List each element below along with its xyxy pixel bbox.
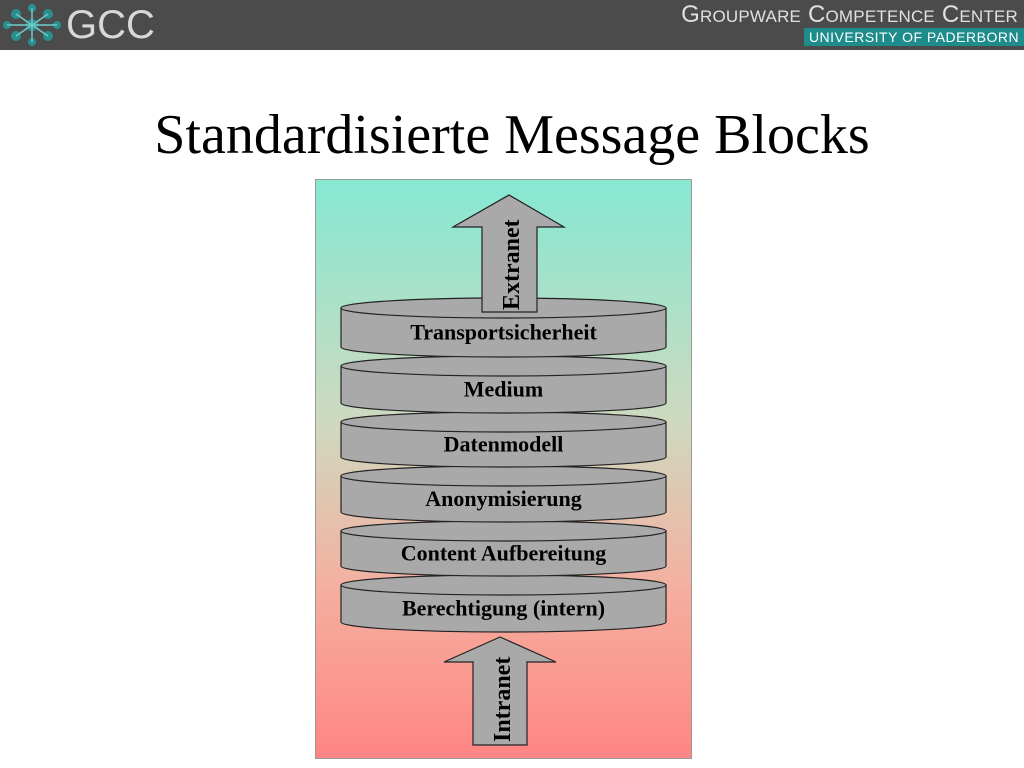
org-name: Groupware Competence Center [681, 1, 1018, 28]
layer-label: Transportsicherheit [410, 320, 597, 345]
layer-disk-body [340, 530, 667, 577]
layer-disk: Content Aufbereitung [340, 520, 667, 577]
extranet-arrow: Extranet [450, 194, 567, 313]
layer-disk: Anonymisierung [340, 465, 667, 523]
layer-disk-top [340, 465, 667, 487]
layer-stack: Berechtigung (intern) Content Aufbereitun… [340, 297, 667, 633]
layer-diagram: Intranet Berechtigung (intern) Content Au… [315, 179, 692, 759]
layer-label: Berechtigung (intern) [402, 596, 605, 621]
header-rule [0, 50, 1024, 52]
layer-disk-top [340, 520, 667, 542]
extranet-arrow-shape [450, 194, 567, 313]
layer-disk: Medium [340, 355, 667, 414]
intranet-arrow: Intranet [443, 636, 557, 746]
intranet-arrow-shape [443, 636, 557, 746]
layer-disk-body [340, 475, 667, 523]
layer-disk-body [340, 421, 667, 468]
header-bar: GCC Groupware Competence Center UNIVERSI… [0, 0, 1024, 52]
layer-disk-body [340, 584, 667, 633]
layer-disk-top [340, 355, 667, 377]
layer-disk-top [340, 574, 667, 596]
slide-title: Standardisierte Message Blocks [154, 104, 870, 166]
layer-label: Content Aufbereitung [401, 541, 607, 566]
extranet-label: Extranet [499, 219, 525, 310]
intranet-label: Intranet [490, 657, 516, 742]
layer-label: Datenmodell [444, 432, 564, 457]
gcc-logo-icon [2, 2, 62, 48]
layer-disk-top [340, 411, 667, 433]
layer-disk-body [340, 365, 667, 414]
logo-text: GCC [66, 3, 155, 47]
layer-disk-body [340, 307, 667, 358]
layer-label: Medium [464, 377, 543, 402]
layer-disk: Datenmodell [340, 411, 667, 468]
layer-label: Anonymisierung [425, 486, 581, 511]
layer-diagram-svg: Intranet Berechtigung (intern) Content Au… [340, 194, 667, 746]
org-subtitle: UNIVERSITY OF PADERBORN [804, 28, 1024, 46]
layer-disk: Berechtigung (intern) [340, 574, 667, 633]
